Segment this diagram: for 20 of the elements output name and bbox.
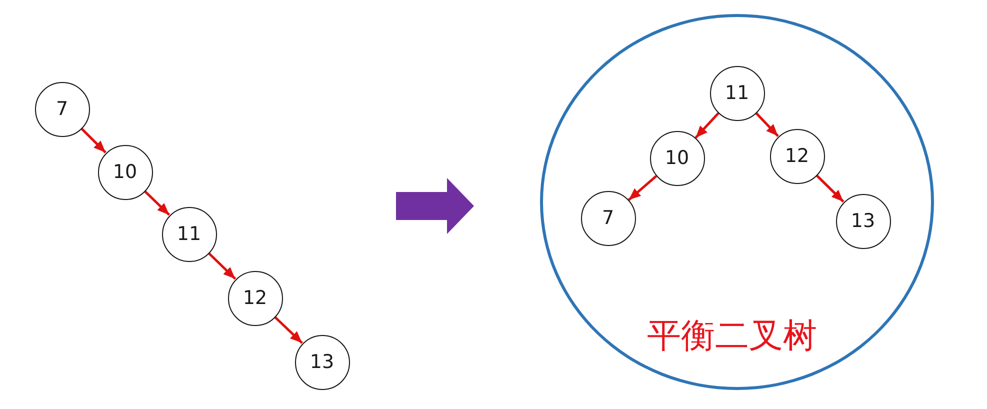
tree-node: 12 bbox=[228, 270, 282, 326]
arrow bbox=[628, 175, 658, 201]
caption-text: 平衡二叉树 bbox=[647, 319, 817, 353]
tree-node: 13 bbox=[836, 194, 890, 248]
arrow bbox=[144, 190, 170, 216]
arrow bbox=[80, 128, 106, 154]
tree-node: 7 bbox=[34, 82, 90, 136]
tree-node: 10 bbox=[650, 130, 704, 186]
arrow bbox=[274, 316, 303, 344]
tree-node: 10 bbox=[98, 144, 152, 200]
arrow bbox=[208, 252, 236, 280]
arrow bbox=[755, 112, 779, 137]
arrow bbox=[816, 174, 844, 203]
ellipse-outline bbox=[540, 14, 934, 390]
tree-node: 7 bbox=[580, 190, 636, 246]
tree-node: 11 bbox=[710, 66, 764, 120]
tree-node: 12 bbox=[770, 128, 824, 184]
tree-node: 11 bbox=[162, 206, 216, 262]
tree-node: 13 bbox=[294, 334, 350, 390]
arrow bbox=[694, 112, 720, 139]
